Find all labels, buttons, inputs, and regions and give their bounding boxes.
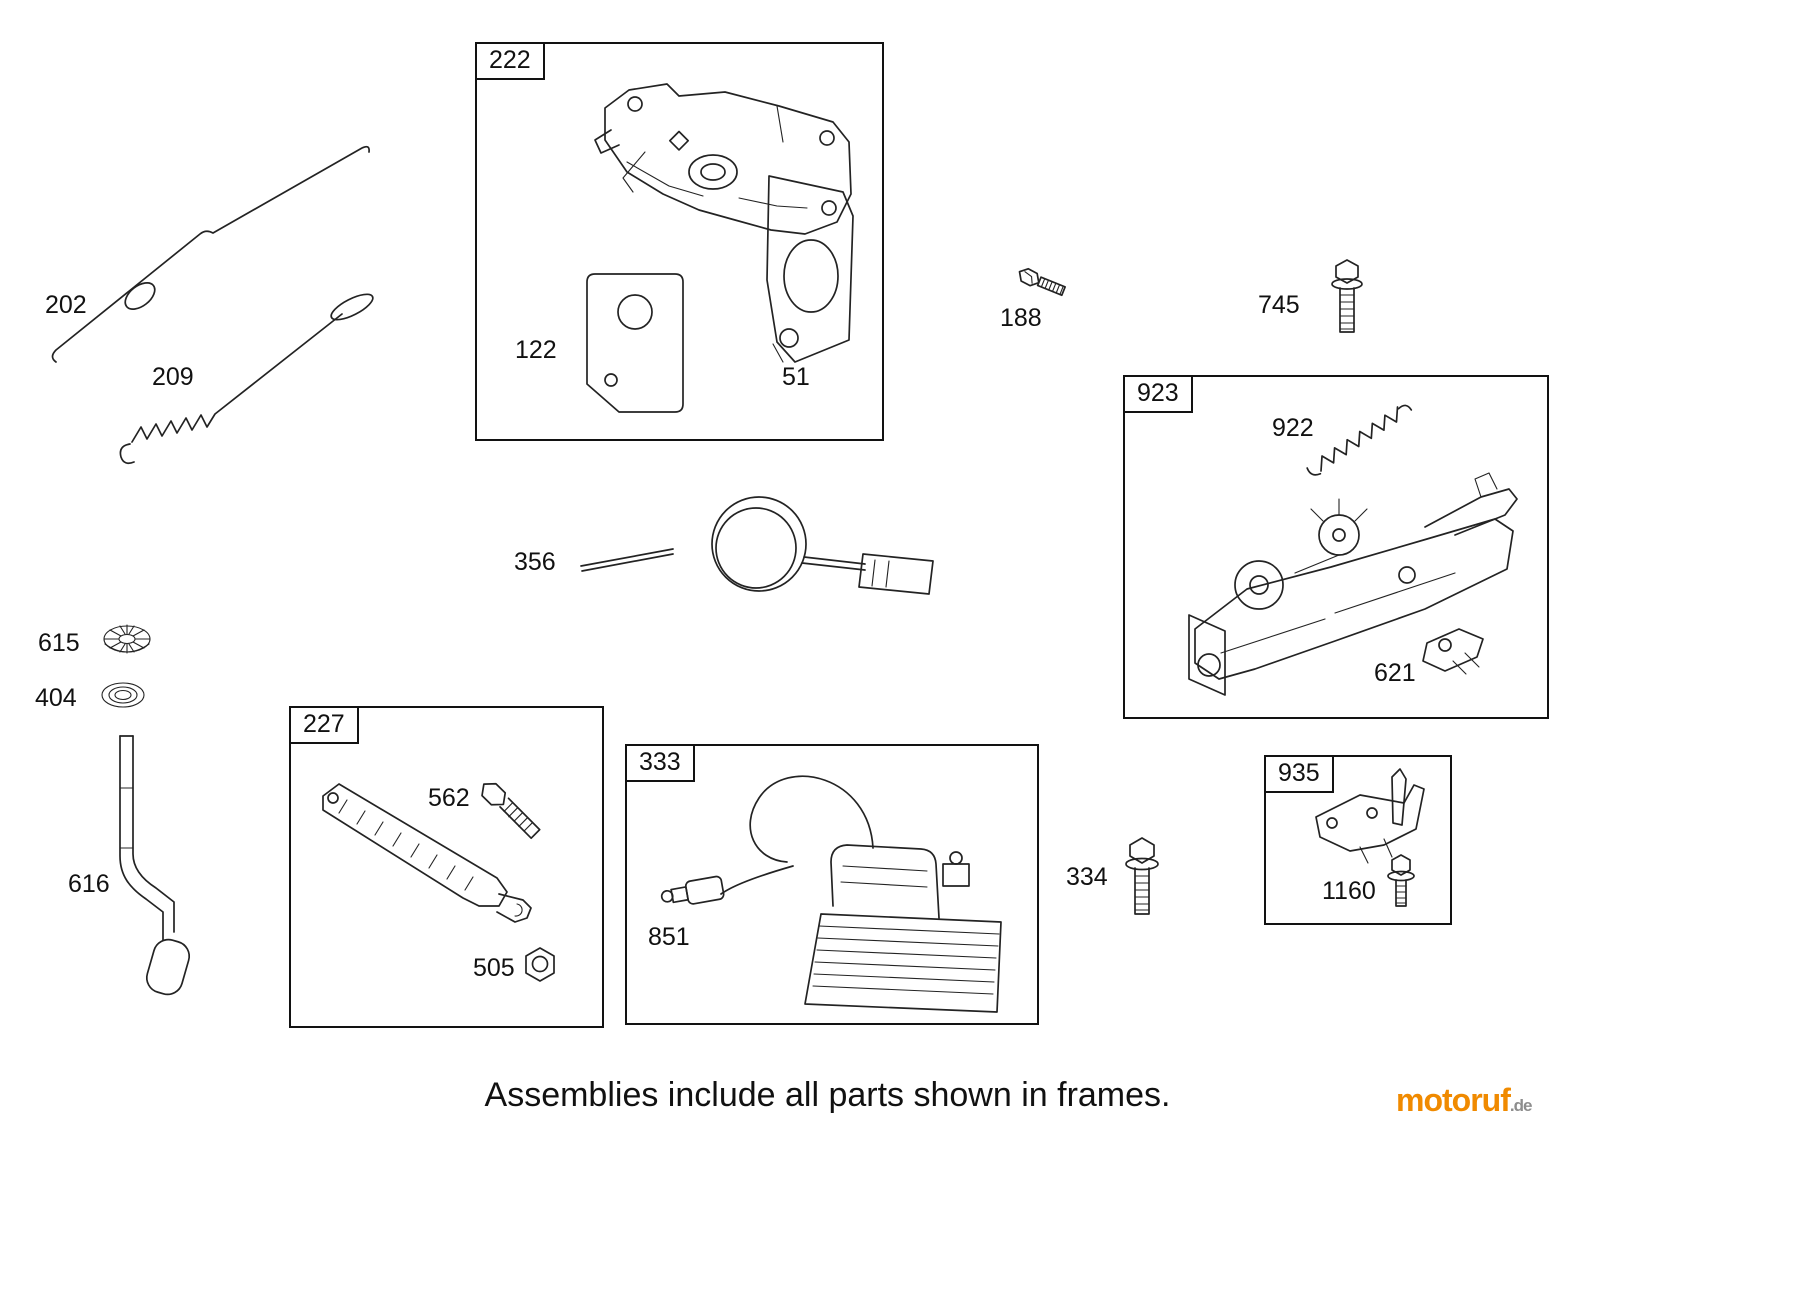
part-356-drawing [580, 496, 934, 595]
part-label-505: 505 [473, 954, 515, 982]
assembly-935-drawing [1315, 768, 1425, 907]
frame-label-222: 222 [475, 42, 545, 80]
motoruf-logo: motoruf.de [1396, 1082, 1533, 1119]
part-label-562: 562 [428, 784, 470, 812]
part-label-334: 334 [1066, 863, 1108, 891]
part-745-drawing [1331, 259, 1363, 333]
frame-label-923: 923 [1123, 375, 1193, 413]
part-label-209: 209 [152, 363, 194, 391]
part-209-drawing [119, 293, 374, 465]
part-202-drawing [51, 145, 370, 363]
part-label-615: 615 [38, 629, 80, 657]
part-188-drawing [1018, 267, 1066, 297]
part-505-nut [525, 947, 555, 982]
assembly-frame-227: 227 562 505 [289, 706, 604, 1028]
assemblies-caption: Assemblies include all parts shown in fr… [484, 1076, 1171, 1114]
part-label-616: 616 [68, 870, 110, 898]
assembly-frame-333: 333 851 [625, 744, 1039, 1025]
assembly-923-drawing [1188, 404, 1518, 696]
assembly-frame-923: 923 [1123, 375, 1549, 719]
part-label-202: 202 [45, 291, 87, 319]
logo-tld: .de [1509, 1096, 1533, 1115]
part-label-621: 621 [1374, 659, 1416, 687]
part-621-clip [1422, 628, 1484, 675]
part-label-404: 404 [35, 684, 77, 712]
part-label-851: 851 [648, 923, 690, 951]
part-label-51: 51 [782, 363, 810, 391]
part-label-745: 745 [1258, 291, 1300, 319]
part-label-188: 188 [1000, 304, 1042, 332]
assembly-333-drawing [660, 775, 1002, 1013]
logo-brand: motoruf [1396, 1082, 1511, 1118]
part-562-bolt [481, 782, 541, 840]
part-334-drawing [1125, 837, 1159, 915]
assembly-227-drawing [322, 782, 555, 982]
part-1160-screw [1387, 854, 1415, 907]
assembly-222-drawing [586, 83, 854, 413]
part-615-drawing [103, 624, 151, 654]
assembly-frame-222: 222 122 51 [475, 42, 884, 441]
frame-label-227: 227 [289, 706, 359, 744]
frame-label-935: 935 [1264, 755, 1334, 793]
part-922-spring [1306, 404, 1413, 476]
part-label-922: 922 [1272, 414, 1314, 442]
part-label-356: 356 [514, 548, 556, 576]
part-label-122: 122 [515, 336, 557, 364]
part-616-drawing [119, 735, 191, 996]
part-404-drawing [101, 682, 145, 708]
spark-plug-boot [660, 875, 725, 905]
part-label-1160: 1160 [1322, 877, 1376, 905]
assembly-frame-935: 935 1160 [1264, 755, 1452, 925]
frame-label-333: 333 [625, 744, 695, 782]
